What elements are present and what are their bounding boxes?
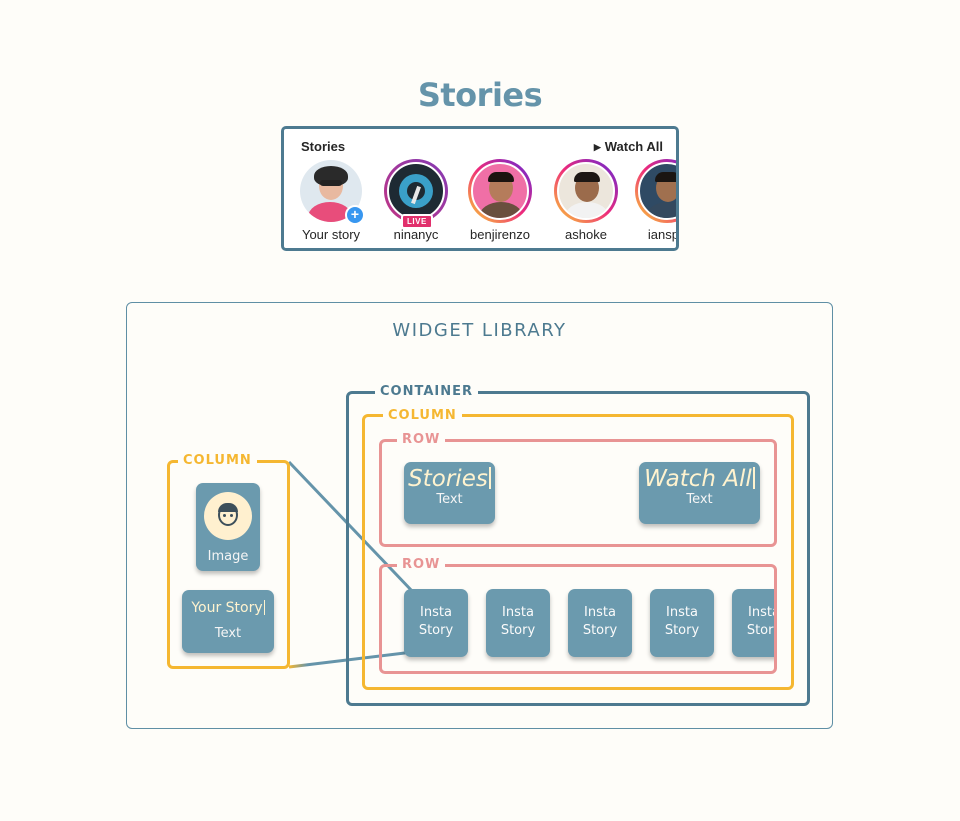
- widget-library-title: WIDGET LIBRARY: [392, 320, 567, 341]
- stories-text-widget[interactable]: Stories Text: [404, 462, 495, 524]
- connector-line-top: [287, 460, 415, 594]
- widget-type-label: Text: [214, 626, 242, 641]
- image-widget-label: Image: [207, 549, 249, 564]
- container-box: [346, 391, 810, 706]
- row-label-1: ROW: [397, 432, 446, 447]
- row-box-1: [379, 439, 777, 547]
- watch-all-text-widget[interactable]: Watch All Text: [639, 462, 760, 524]
- row-box-2: [379, 564, 777, 674]
- connector-line-bottom: [288, 650, 414, 669]
- tile-line: Insta: [420, 605, 452, 620]
- stories-header-label: Stories: [301, 139, 346, 154]
- text-cursor-icon: [263, 600, 265, 615]
- widget-type-label: Text: [686, 492, 713, 507]
- tile-line: Insta: [666, 605, 698, 620]
- widget-type-label: Text: [436, 492, 463, 507]
- tile-line: Story: [582, 623, 618, 638]
- tile-line: Story: [664, 623, 700, 638]
- live-badge: LIVE: [401, 214, 433, 229]
- text-cursor-icon: [488, 467, 491, 489]
- image-widget[interactable]: Image: [196, 483, 260, 571]
- watch-all-text-value: Watch All: [644, 466, 752, 492]
- story-item-ashoke[interactable]: ashoke: [546, 159, 626, 242]
- tile-line: Story: [746, 623, 774, 638]
- container-label: CONTAINER: [375, 384, 478, 399]
- story-item-ianspa[interactable]: ianspa: [627, 159, 679, 242]
- story-username: benjirenzo: [470, 227, 530, 242]
- text-cursor-icon: [752, 467, 755, 489]
- tile-line: Story: [418, 623, 454, 638]
- left-column-label: COLUMN: [178, 453, 257, 468]
- avatar: [554, 159, 618, 223]
- avatar: LIVE: [384, 159, 448, 229]
- page-title: Stories: [417, 76, 543, 114]
- add-story-icon: +: [345, 205, 365, 225]
- your-story-text-widget[interactable]: Your Story Text: [182, 590, 274, 653]
- avatar: +: [299, 159, 365, 225]
- tile-line: Story: [500, 623, 536, 638]
- watch-all-link[interactable]: ▶Watch All: [594, 139, 663, 154]
- your-story-text-value: Your Story: [191, 600, 263, 616]
- story-item-benjirenzo[interactable]: benjirenzo: [460, 159, 540, 242]
- watch-all-label: Watch All: [604, 139, 663, 154]
- row-label-2: ROW: [397, 557, 446, 572]
- story-username: ninanyc: [393, 227, 439, 242]
- tile-line: Insta: [584, 605, 616, 620]
- avatar: [468, 159, 532, 223]
- stories-card: Stories ▶Watch All + Your story LIVE nin…: [281, 126, 679, 251]
- story-username: Your story: [301, 227, 361, 242]
- play-icon: ▶: [593, 142, 601, 152]
- column-label: COLUMN: [383, 408, 462, 423]
- tile-line: Insta: [748, 605, 774, 620]
- story-item-ninanyc[interactable]: LIVE ninanyc: [376, 159, 456, 242]
- story-item-your-story[interactable]: + Your story: [291, 159, 371, 242]
- story-username: ashoke: [565, 227, 607, 242]
- story-username: ianspa: [647, 227, 679, 242]
- tile-line: Insta: [502, 605, 534, 620]
- stories-text-value: Stories: [408, 466, 488, 492]
- face-icon: [204, 492, 252, 540]
- column-box: [362, 414, 794, 690]
